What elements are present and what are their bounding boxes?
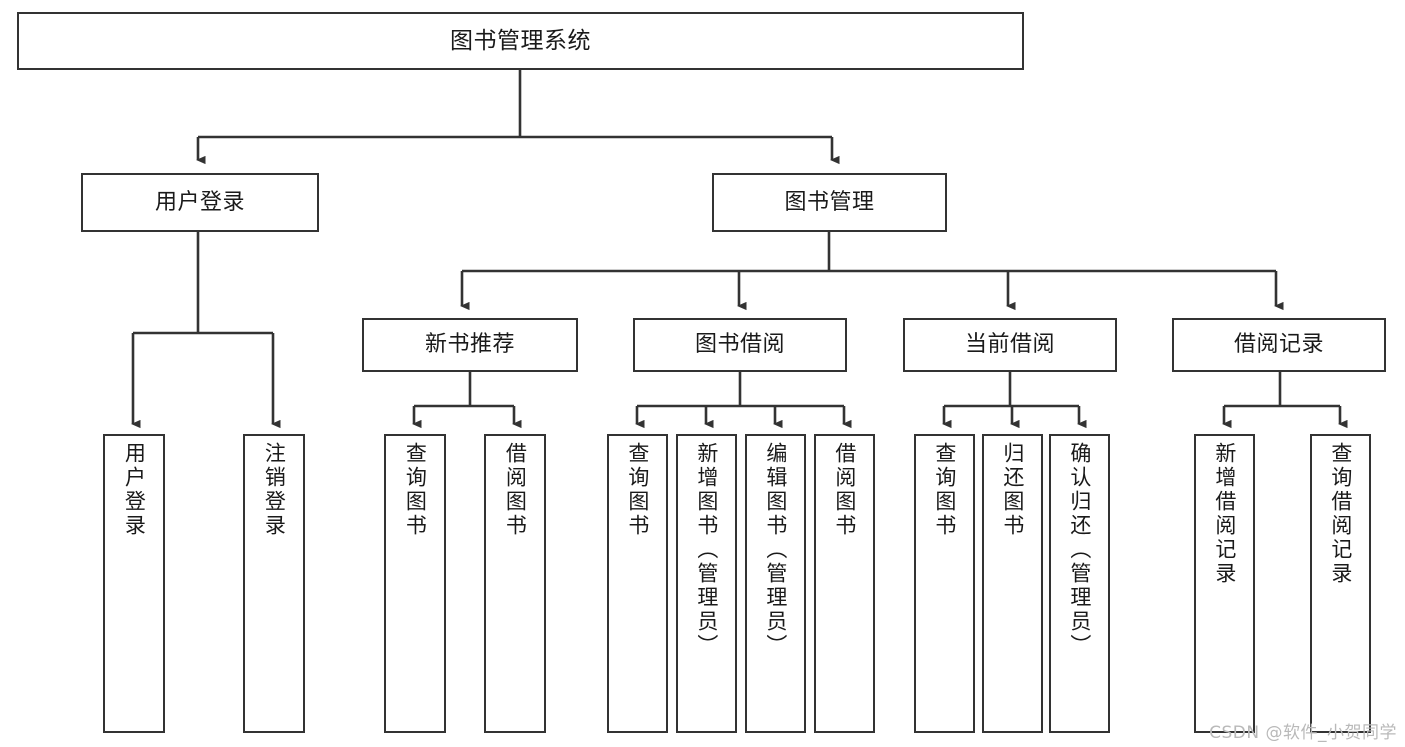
leaf-borrow-borrow-book[interactable]: 借阅图书 xyxy=(814,434,875,733)
node-book-borrow[interactable]: 图书借阅 xyxy=(633,318,847,372)
node-root-system[interactable]: 图书管理系统 xyxy=(17,12,1024,70)
node-label: 图书借阅 xyxy=(694,332,785,358)
node-label: 确认归还（管理员） xyxy=(1067,442,1092,658)
leaf-user-login-logout[interactable]: 注销登录 xyxy=(243,434,305,733)
node-label: 新书推荐 xyxy=(424,332,515,358)
leaf-current-return-book[interactable]: 归还图书 xyxy=(982,434,1043,733)
node-label: 查询图书 xyxy=(403,442,428,538)
node-label: 借阅记录 xyxy=(1233,332,1324,358)
node-label: 查询借阅记录 xyxy=(1328,442,1353,586)
leaf-current-query-book[interactable]: 查询图书 xyxy=(914,434,975,733)
node-borrow-record[interactable]: 借阅记录 xyxy=(1172,318,1386,372)
leaf-record-query-record[interactable]: 查询借阅记录 xyxy=(1310,434,1371,733)
node-book-management[interactable]: 图书管理 xyxy=(712,173,947,232)
node-label: 用户登录 xyxy=(154,189,245,215)
leaf-user-login-login[interactable]: 用户登录 xyxy=(103,434,165,733)
node-label: 新增借阅记录 xyxy=(1212,442,1237,586)
node-label: 图书管理系统 xyxy=(450,27,591,54)
leaf-record-add-record[interactable]: 新增借阅记录 xyxy=(1194,434,1255,733)
node-label: 新增图书（管理员） xyxy=(694,442,719,658)
node-label: 借阅图书 xyxy=(503,442,528,538)
csdn-watermark: CSDN @软件_小贺同学 xyxy=(1209,723,1397,743)
node-label: 用户登录 xyxy=(122,442,147,538)
leaf-current-confirm-return-admin[interactable]: 确认归还（管理员） xyxy=(1049,434,1110,733)
node-user-login[interactable]: 用户登录 xyxy=(81,173,319,232)
leaf-recommend-borrow-book[interactable]: 借阅图书 xyxy=(484,434,546,733)
node-label: 注销登录 xyxy=(262,442,287,538)
node-label: 图书管理 xyxy=(784,189,875,215)
leaf-recommend-query-book[interactable]: 查询图书 xyxy=(384,434,446,733)
node-label: 借阅图书 xyxy=(832,442,857,538)
node-new-book-recommend[interactable]: 新书推荐 xyxy=(362,318,578,372)
node-label: 归还图书 xyxy=(1000,442,1025,538)
leaf-borrow-add-book-admin[interactable]: 新增图书（管理员） xyxy=(676,434,737,733)
node-label: 查询图书 xyxy=(625,442,650,538)
leaf-borrow-query-book[interactable]: 查询图书 xyxy=(607,434,668,733)
leaf-borrow-edit-book-admin[interactable]: 编辑图书（管理员） xyxy=(745,434,806,733)
node-label: 当前借阅 xyxy=(964,332,1055,358)
node-label: 查询图书 xyxy=(932,442,957,538)
node-label: 编辑图书（管理员） xyxy=(763,442,788,658)
node-current-borrow[interactable]: 当前借阅 xyxy=(903,318,1117,372)
